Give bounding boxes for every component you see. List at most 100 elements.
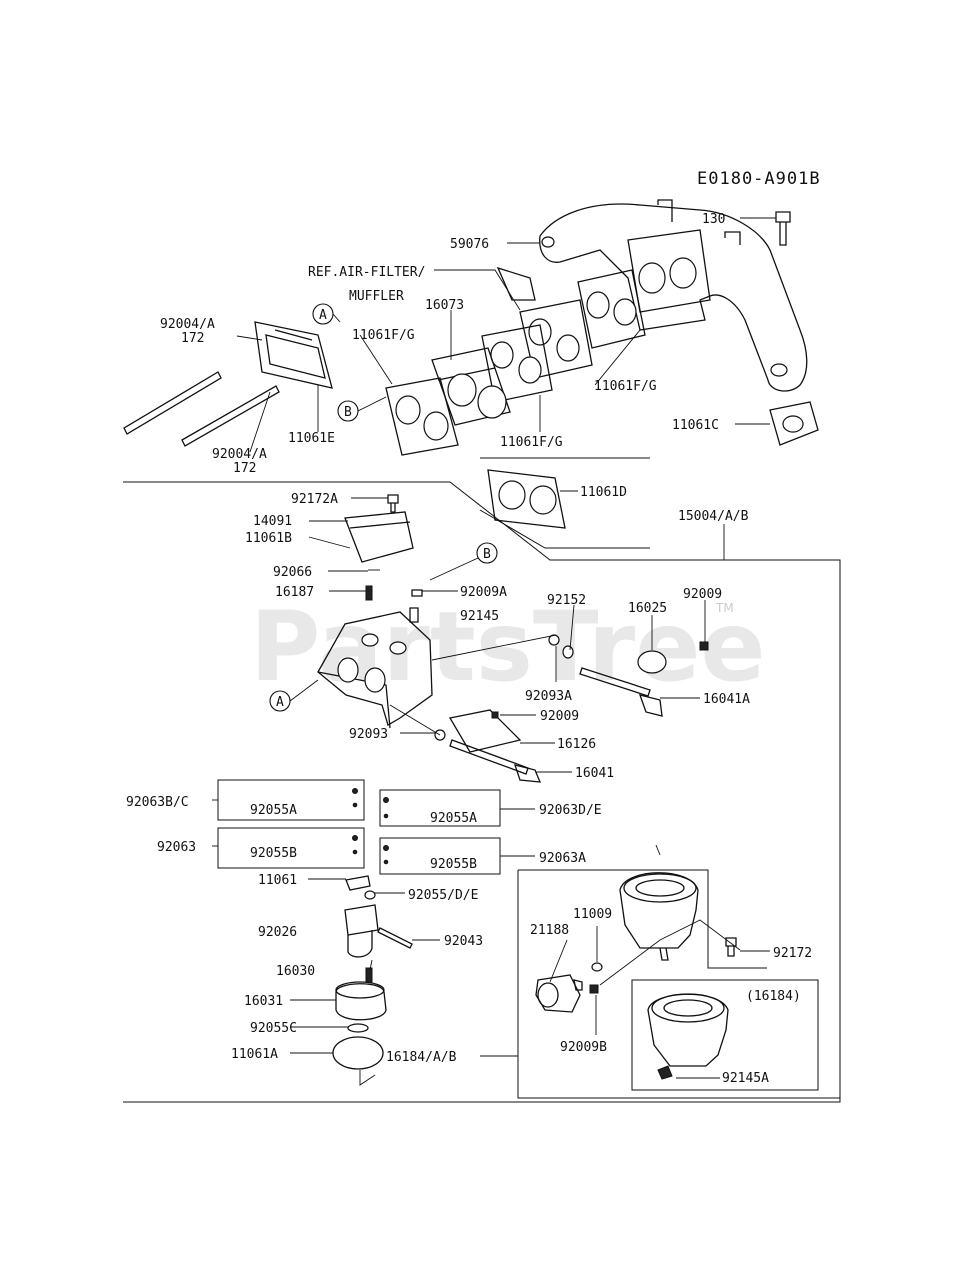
label-92093: 92093 xyxy=(349,727,388,742)
gasket-11061fg-upper xyxy=(577,269,646,349)
label-16184-ref: (16184) xyxy=(746,989,801,1004)
label-92152: 92152 xyxy=(547,593,586,608)
label-92063a: 92063A xyxy=(539,851,586,866)
ref-box-16184 xyxy=(631,979,819,1091)
label-59076: 59076 xyxy=(450,237,489,252)
gasket-11061d xyxy=(487,469,566,529)
float-bowl-16031 xyxy=(335,967,387,1021)
screw-92009b xyxy=(589,984,599,994)
jet-box-92063de xyxy=(379,789,501,827)
screw-92009a xyxy=(411,589,423,597)
label-11061c: 11061C xyxy=(672,418,719,433)
gasket-11061fg-mid xyxy=(481,324,553,403)
label-92145a: 92145A xyxy=(722,1071,769,1086)
label-92172: 92172 xyxy=(773,946,812,961)
label-ref-muffler: MUFFLER xyxy=(349,289,404,304)
svg-text:B: B xyxy=(483,547,491,562)
label-16126: 16126 xyxy=(557,737,596,752)
label-16187: 16187 xyxy=(275,585,314,600)
cover-plate-14091 xyxy=(344,511,414,563)
label-11061fg-3: 11061F/G xyxy=(500,435,563,450)
carburetor-body xyxy=(317,611,433,729)
label-92055b-1: 92055B xyxy=(250,846,297,861)
float-assembly xyxy=(344,875,413,958)
gasket-11061fg-left xyxy=(385,377,459,456)
label-92055de: 92055/D/E xyxy=(408,888,478,903)
label-11009: 11009 xyxy=(573,907,612,922)
label-92055b-2: 92055B xyxy=(430,857,477,872)
intake-manifold xyxy=(539,199,808,392)
label-92063bc: 92063B/C xyxy=(126,795,189,810)
label-92145: 92145 xyxy=(460,609,499,624)
o-ring-92055c xyxy=(347,1023,369,1033)
studs-92004a xyxy=(123,371,280,447)
label-172-top: 172 xyxy=(181,331,204,346)
label-ref-airfilter: REF.AIR-FILTER/ xyxy=(308,265,425,280)
jet-box-92063 xyxy=(217,827,365,869)
label-15004ab: 15004/A/B xyxy=(678,509,749,524)
label-92009-mid: 92009 xyxy=(540,709,579,724)
label-92055a-2: 92055A xyxy=(430,811,477,826)
label-16073: 16073 xyxy=(425,298,464,313)
gasket-11061a xyxy=(332,1036,384,1070)
frame-lines xyxy=(123,457,841,1103)
label-92009a: 92009A xyxy=(460,585,507,600)
gasket-11061c xyxy=(769,401,819,446)
jet-dots xyxy=(352,788,389,865)
label-16041a: 16041A xyxy=(703,692,750,707)
label-16041: 16041 xyxy=(575,766,614,781)
spring-92145 xyxy=(409,607,419,623)
label-11061b: 11061B xyxy=(245,531,292,546)
label-11061fg-2: 11061F/G xyxy=(594,379,657,394)
label-21188: 21188 xyxy=(530,923,569,938)
leader-lines xyxy=(212,217,776,1086)
label-14091: 14091 xyxy=(253,514,292,529)
throttle-shaft-16041 xyxy=(434,709,542,783)
label-92043: 92043 xyxy=(444,934,483,949)
label-92066: 92066 xyxy=(273,565,312,580)
fuel-pump-body-16184 xyxy=(647,993,729,1080)
svg-text:B: B xyxy=(344,405,352,420)
screw-92172 xyxy=(725,937,737,957)
label-92055c: 92055C xyxy=(250,1021,297,1036)
screw-92172a xyxy=(387,494,399,513)
label-11061: 11061 xyxy=(258,873,297,888)
svg-text:A: A xyxy=(319,308,327,323)
label-16031: 16031 xyxy=(244,994,283,1009)
diagram-code: E0180-A901B xyxy=(697,169,821,189)
label-92004a-top: 92004/A xyxy=(160,317,215,332)
label-11061fg-1: 11061F/G xyxy=(352,328,415,343)
watermark: PartsTree xyxy=(250,591,765,703)
marker-b-top: B xyxy=(337,400,359,422)
label-92004a-bot: 92004/A xyxy=(212,447,267,462)
label-92172a: 92172A xyxy=(291,492,338,507)
bolt-130 xyxy=(775,211,791,246)
choke-shaft-16041a xyxy=(548,634,709,717)
part-labels: 130 59076 REF.AIR-FILTER/ MUFFLER 16073 … xyxy=(126,212,812,1086)
screw-16187 xyxy=(365,585,373,601)
label-11061d: 11061D xyxy=(580,485,627,500)
label-92009-right: 92009 xyxy=(683,587,722,602)
label-92063de: 92063D/E xyxy=(539,803,602,818)
gasket-11061e xyxy=(254,321,333,389)
washer-11009 xyxy=(591,962,603,972)
label-16184ab: 16184/A/B xyxy=(386,1050,457,1065)
solenoid-21188 xyxy=(535,974,583,1013)
label-92009b: 92009B xyxy=(560,1040,607,1055)
label-16025: 16025 xyxy=(628,601,667,616)
marker-a-mid: A xyxy=(269,690,291,712)
label-172-bot: 172 xyxy=(233,461,256,476)
fuel-pump-body xyxy=(619,872,699,961)
watermark-tm: TM xyxy=(715,601,734,615)
label-92063: 92063 xyxy=(157,840,196,855)
label-16030: 16030 xyxy=(276,964,315,979)
label-130: 130 xyxy=(702,212,725,227)
label-11061e: 11061E xyxy=(288,431,335,446)
label-11061a: 11061A xyxy=(231,1047,278,1062)
label-92026: 92026 xyxy=(258,925,297,940)
label-92055a-1: 92055A xyxy=(250,803,297,818)
svg-text:A: A xyxy=(276,695,284,710)
label-92093a: 92093A xyxy=(525,689,572,704)
marker-b-mid: B xyxy=(476,542,498,564)
